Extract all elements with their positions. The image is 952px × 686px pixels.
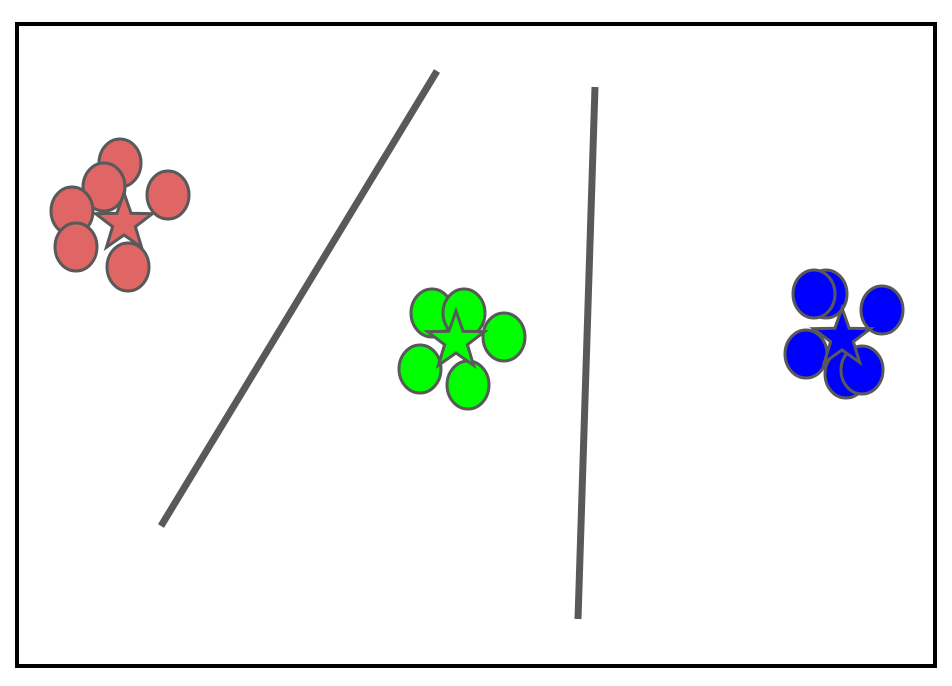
cluster-blue-point <box>791 268 837 320</box>
cluster-blue-point <box>859 284 905 336</box>
cluster-blue-centroid-star <box>809 303 875 367</box>
cluster-red-point <box>53 221 99 273</box>
cluster-blue-point <box>783 328 829 380</box>
boundary-right <box>574 86 599 620</box>
decision-boundaries <box>158 69 599 620</box>
cluster-green-point <box>445 359 491 411</box>
boundary-left <box>158 69 440 528</box>
cluster-red-point <box>81 161 127 213</box>
cluster-red <box>49 137 191 293</box>
cluster-green-centroid-star <box>423 306 489 370</box>
cluster-blue <box>783 268 905 400</box>
cluster-green-point <box>397 343 443 395</box>
diagram-frame <box>15 22 937 668</box>
cluster-green-point <box>481 311 527 363</box>
cluster-red-centroid-star <box>91 188 157 252</box>
clusters <box>49 137 905 411</box>
cluster-green <box>397 287 527 411</box>
cluster-red-point <box>145 169 191 221</box>
cluster-red-point <box>105 241 151 293</box>
